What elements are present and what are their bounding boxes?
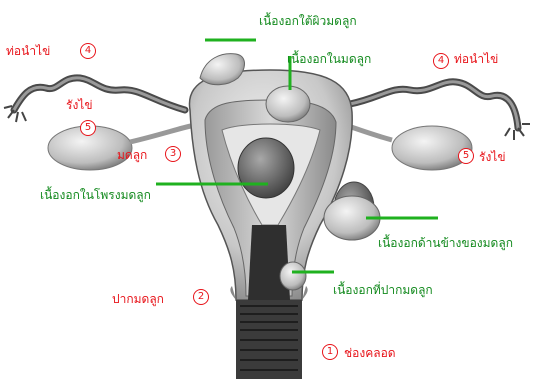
badge-left-ovary: 5 bbox=[80, 120, 96, 136]
label-left-fallopian-tube: ท่อนำไข่ bbox=[6, 44, 50, 58]
submucosal-fibroid bbox=[238, 138, 294, 198]
badge-cervix: 2 bbox=[193, 289, 209, 305]
cervical-fibroid bbox=[280, 262, 306, 290]
cervical-canal bbox=[248, 225, 290, 300]
label-cervix: ปากมดลูก bbox=[112, 292, 164, 306]
right-ovary bbox=[392, 126, 472, 170]
label-lateral-fibroid: เนื้องอกด้านข้างของมดลูก bbox=[378, 236, 513, 250]
label-intramural-fibroid: เนื้องอกในมดลูก bbox=[287, 52, 371, 66]
left-fallopian-tube bbox=[14, 78, 185, 110]
badge-right-fallopian-tube: 4 bbox=[433, 53, 449, 69]
label-left-ovary: รังไข่ bbox=[66, 98, 93, 112]
badge-vagina: 1 bbox=[322, 344, 338, 360]
label-submucosal-fibroid: เนื้องอกในโพรงมดลูก bbox=[40, 188, 151, 202]
badge-uterus: 3 bbox=[165, 146, 181, 162]
label-uterus: มดลูก bbox=[117, 148, 147, 162]
intramural-fibroid bbox=[266, 86, 310, 122]
badge-right-ovary: 5 bbox=[458, 148, 474, 164]
badge-left-fallopian-tube: 4 bbox=[80, 43, 96, 59]
label-right-fallopian-tube: ท่อนำไข่ bbox=[454, 52, 498, 66]
label-vagina: ช่องคลอด bbox=[344, 346, 396, 360]
label-cervical-fibroid: เนื้องอกที่ปากมดลูก bbox=[333, 283, 433, 297]
right-fallopian-tube bbox=[350, 82, 518, 128]
label-right-ovary: รังไข่ bbox=[479, 150, 506, 164]
label-subserosal-fibroid: เนื้องอกใต้ผิวมดลูก bbox=[259, 14, 357, 28]
